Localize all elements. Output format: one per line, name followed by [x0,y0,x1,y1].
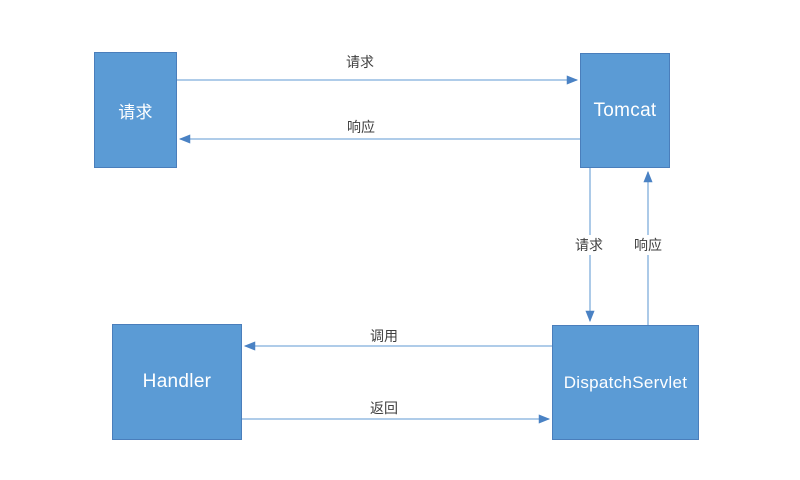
node-dispatchservlet: DispatchServlet [552,325,699,440]
edge-label-tomcat-to-request: 响应 [347,119,375,135]
node-dispatchservlet-label: DispatchServlet [563,372,688,392]
node-tomcat: Tomcat [580,53,670,168]
edge-label-dispatchservlet-to-tomcat: 响应 [633,235,663,255]
node-handler-label: Handler [142,371,212,392]
edge-label-tomcat-to-dispatchservlet: 请求 [574,235,604,255]
edge-label-handler-to-dispatchservlet: 返回 [370,400,398,416]
node-handler: Handler [112,324,242,440]
edge-label-dispatchservlet-to-handler: 调用 [370,328,398,344]
edge-label-request-to-tomcat: 请求 [346,54,374,70]
node-request: 请求 [94,52,177,168]
node-tomcat-label: Tomcat [593,99,657,121]
node-request-label: 请求 [118,102,153,122]
